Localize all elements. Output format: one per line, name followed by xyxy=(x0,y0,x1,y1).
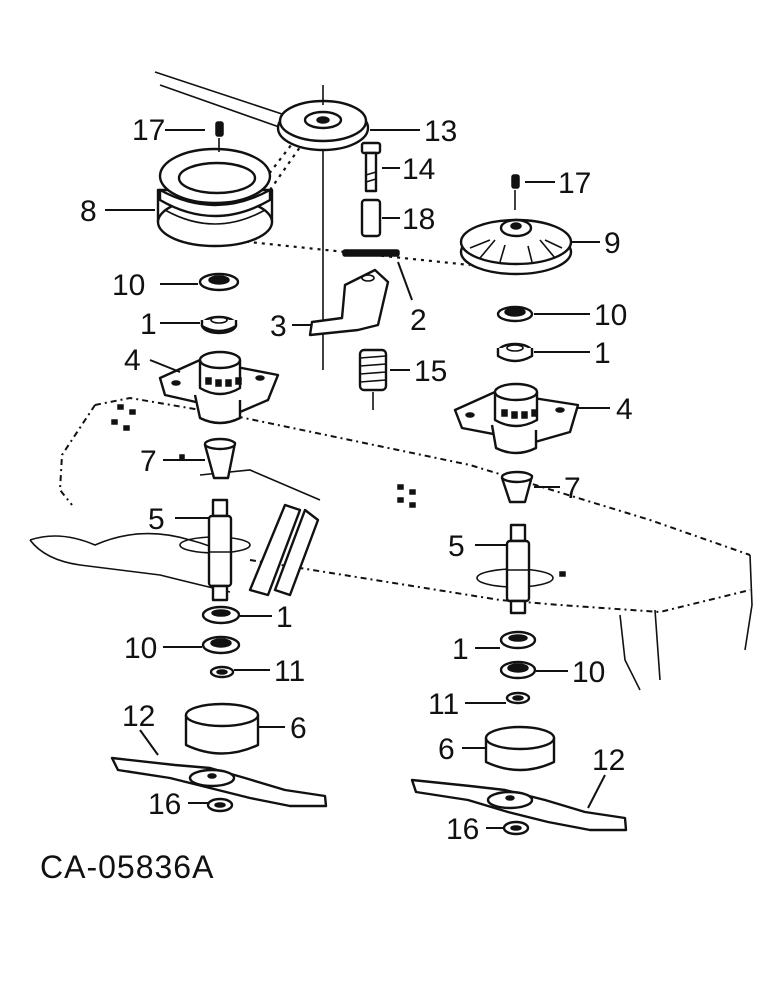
label-17-left: 17 xyxy=(132,114,165,147)
drawing-code: CA-05836A xyxy=(40,849,214,885)
nut-16-right xyxy=(502,820,530,836)
bearing-1-right-bottom xyxy=(499,630,537,650)
label-10-right-top: 10 xyxy=(594,299,627,332)
mower-deck xyxy=(29,396,753,691)
pulley-9 xyxy=(459,218,573,276)
nut-16-left xyxy=(206,797,234,813)
belt-guide-2 xyxy=(342,249,400,257)
blade-12-right xyxy=(410,778,628,832)
label-4-right: 4 xyxy=(616,393,633,426)
washer-11-right xyxy=(505,691,531,705)
label-7-right: 7 xyxy=(564,472,581,505)
label-7-left: 7 xyxy=(140,445,157,478)
label-1-right-bottom: 1 xyxy=(452,633,469,666)
callout-labels: 17 13 14 8 18 17 9 10 2 10 1 3 1 4 15 4 … xyxy=(80,114,633,846)
label-2: 2 xyxy=(410,304,427,337)
spacer-18 xyxy=(360,198,382,238)
label-8: 8 xyxy=(80,195,97,228)
label-10-left-bottom: 10 xyxy=(124,632,157,665)
sleeve-6-left xyxy=(184,702,260,755)
spindle-housing-4-right xyxy=(453,382,580,455)
washer-11-left xyxy=(209,665,235,679)
spring-15 xyxy=(358,348,388,410)
bearing-10-left-top xyxy=(198,272,240,292)
bearing-1-right-top xyxy=(496,342,534,363)
blade-12-left xyxy=(110,756,328,808)
label-5-right: 5 xyxy=(448,530,465,563)
label-11-right: 11 xyxy=(428,688,459,721)
label-3: 3 xyxy=(270,310,287,343)
label-10-left-top: 10 xyxy=(112,269,145,302)
label-12-left: 12 xyxy=(122,700,155,733)
label-17-right: 17 xyxy=(558,167,591,200)
bolt-14 xyxy=(360,141,382,193)
label-10-right-bottom: 10 xyxy=(572,656,605,689)
label-6-right: 6 xyxy=(438,733,455,766)
cone-7-right xyxy=(500,470,534,504)
grease-fitting-17-left xyxy=(215,121,224,152)
spindle-shaft-5-left xyxy=(207,498,233,602)
cone-7-left xyxy=(203,437,237,480)
bearing-10-left-bottom xyxy=(201,635,241,655)
drive-pulley-8 xyxy=(156,147,274,248)
label-9: 9 xyxy=(604,227,621,260)
label-14: 14 xyxy=(402,153,435,186)
label-16-left: 16 xyxy=(148,788,181,821)
idler-pulley-13 xyxy=(276,85,370,370)
grease-fitting-17-right xyxy=(511,174,520,210)
sleeve-6-right xyxy=(484,725,556,772)
spindle-shaft-5-right xyxy=(505,523,531,615)
label-11-left: 11 xyxy=(274,655,305,688)
spindle-housing-4-left xyxy=(158,350,280,425)
label-6-left: 6 xyxy=(290,712,307,745)
bearing-10-right-top xyxy=(496,305,534,323)
bearing-1-left-bottom xyxy=(201,605,241,625)
bearing-10-right-bottom xyxy=(499,660,537,680)
label-4-left: 4 xyxy=(124,344,141,377)
label-12-right: 12 xyxy=(592,744,625,777)
label-1-left-bottom: 1 xyxy=(276,601,293,634)
label-16-right: 16 xyxy=(446,813,479,846)
label-13: 13 xyxy=(424,115,457,148)
label-15: 15 xyxy=(414,355,447,388)
label-1-left-top: 1 xyxy=(140,308,157,341)
bracket-3 xyxy=(308,268,390,337)
label-18: 18 xyxy=(402,203,435,236)
label-5-left: 5 xyxy=(148,503,165,536)
leader-lines xyxy=(105,129,610,829)
label-1-right-top: 1 xyxy=(594,337,611,370)
bearing-1-left-top xyxy=(200,315,238,335)
